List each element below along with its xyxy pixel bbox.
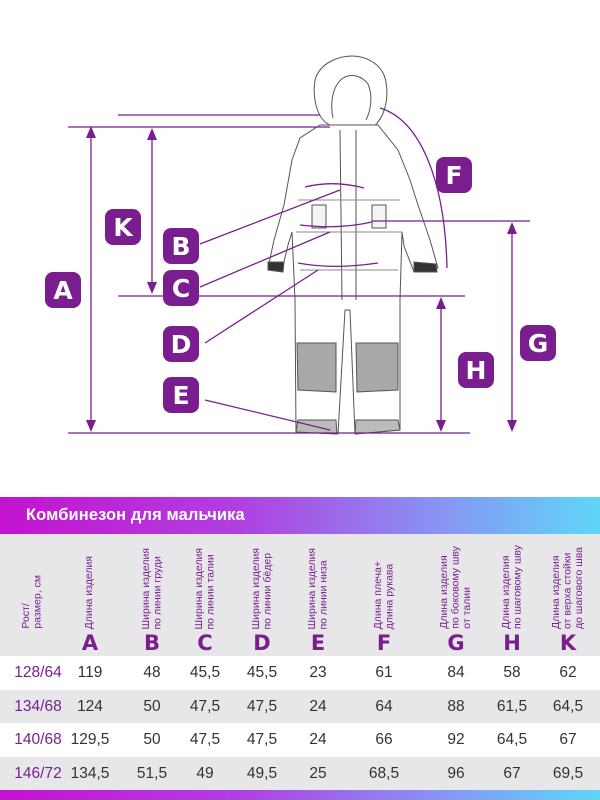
measurement-diagram: A B C D E F G H K <box>45 55 556 435</box>
value-cell: 61,5 <box>496 697 528 715</box>
label-h: H <box>458 352 494 388</box>
column-letter-d: D <box>253 631 271 655</box>
column-description: Ширина изделия по линии талии <box>192 547 217 630</box>
size-cell: 146/72 <box>14 764 62 782</box>
value-cell: 84 <box>447 664 465 681</box>
column-letter-k: K <box>559 631 577 655</box>
value-cell: 24 <box>309 697 327 715</box>
column-header-g: Длина изделия по боковому шву от талии <box>431 534 481 629</box>
column-header-b: Ширина изделия по линии груди <box>127 534 177 630</box>
column-header-a: Длина изделия <box>65 534 115 629</box>
value-cell: 25 <box>309 764 327 782</box>
value-cell: 24 <box>309 731 327 748</box>
column-header-h: Длина изделия по шаговому шву <box>487 534 537 629</box>
column-letter-b: B <box>143 631 160 655</box>
column-header-f: Длина плеча+ длина рукава <box>359 534 409 629</box>
table-row: 128/64 119 48 45,5 45,5 23 61 84 58 62 <box>0 656 600 690</box>
size-cell: 128/64 <box>14 664 62 681</box>
column-description: Длина изделия по шаговому шву <box>499 545 524 629</box>
value-cell: 68,5 <box>368 764 400 782</box>
value-cell: 51,5 <box>136 764 168 782</box>
column-header-k: Длина изделия от верха стойки до шаговог… <box>543 534 593 629</box>
column-header-e: Ширина изделия по линии низа <box>293 534 343 630</box>
value-cell: 47,5 <box>189 731 221 748</box>
label-c: C <box>163 270 199 306</box>
column-letter-c: C <box>197 631 213 655</box>
label-e: E <box>163 377 199 413</box>
value-cell: 124 <box>77 697 103 715</box>
column-description: Длина плеча+ длина рукава <box>371 560 396 629</box>
table-row: 146/72 134,5 51,5 49 49,5 25 68,5 96 67 69,5 <box>0 756 600 790</box>
value-cell: 58 <box>503 664 521 681</box>
column-description: Ширина изделия по линии бёдер <box>249 547 274 630</box>
label-f: F <box>436 157 472 193</box>
value-cell: 49,5 <box>246 764 278 782</box>
table-header <box>0 534 600 656</box>
bottom-bar <box>0 790 600 800</box>
value-cell: 92 <box>447 731 465 748</box>
value-cell: 67 <box>503 764 521 782</box>
size-column-header: Рост/ размер, см <box>12 534 52 629</box>
label-b: B <box>163 228 199 264</box>
value-cell: 45,5 <box>189 664 221 681</box>
size-cell: 134/68 <box>14 697 62 715</box>
title-bar: Комбинезон для мальчика <box>0 497 600 534</box>
value-cell: 47,5 <box>189 697 221 715</box>
value-cell: 23 <box>309 664 327 681</box>
value-cell: 88 <box>447 697 465 715</box>
column-description: Ширина изделия по линии низа <box>305 547 330 630</box>
column-description: Ширина изделия по линии груди <box>139 547 164 630</box>
column-letter-g: G <box>447 631 465 655</box>
table-row: 140/68 129,5 50 47,5 47,5 24 66 92 64,5 67 <box>0 723 600 757</box>
value-cell: 47,5 <box>246 731 278 748</box>
label-g: G <box>520 325 556 361</box>
column-letter-h: H <box>503 631 521 655</box>
page-title: Комбинезон для мальчика <box>26 506 245 524</box>
value-cell: 49 <box>196 764 214 782</box>
value-cell: 61 <box>375 664 393 681</box>
value-cell: 64,5 <box>496 731 528 748</box>
column-letter-a: A <box>81 631 99 655</box>
value-cell: 48 <box>143 664 161 681</box>
value-cell: 129,5 <box>70 731 110 748</box>
value-cell: 119 <box>77 664 103 681</box>
column-description: Длина изделия от верха стойки до шаговог… <box>549 547 585 629</box>
label-d: D <box>163 326 199 362</box>
value-cell: 67 <box>559 731 577 748</box>
snowsuit-drawing <box>68 55 530 435</box>
size-cell: 140/68 <box>14 731 62 748</box>
value-cell: 50 <box>143 697 161 715</box>
value-cell: 64,5 <box>552 697 584 715</box>
value-cell: 62 <box>559 664 577 681</box>
column-header-c: Ширина изделия по линии талии <box>180 534 230 630</box>
value-cell: 47,5 <box>246 697 278 715</box>
column-header-d: Ширина изделия по линии бёдер <box>237 534 287 630</box>
table-row: 134/68 124 50 47,5 47,5 24 64 88 61,5 64,5 <box>0 689 600 723</box>
value-cell: 69,5 <box>552 764 584 782</box>
value-cell: 66 <box>375 731 393 748</box>
label-k: K <box>105 209 141 245</box>
column-letter-f: F <box>376 631 392 655</box>
value-cell: 50 <box>143 731 161 748</box>
value-cell: 64 <box>375 697 393 715</box>
value-cell: 96 <box>447 764 465 782</box>
label-a: A <box>45 272 81 308</box>
value-cell: 134,5 <box>70 764 110 782</box>
size-column-header-text: Рост/ размер, см <box>19 575 44 629</box>
column-description: Длина изделия <box>83 555 96 629</box>
column-description: Длина изделия по боковому шву от талии <box>437 546 473 629</box>
value-cell: 45,5 <box>246 664 278 681</box>
column-letter-e: E <box>310 631 326 655</box>
